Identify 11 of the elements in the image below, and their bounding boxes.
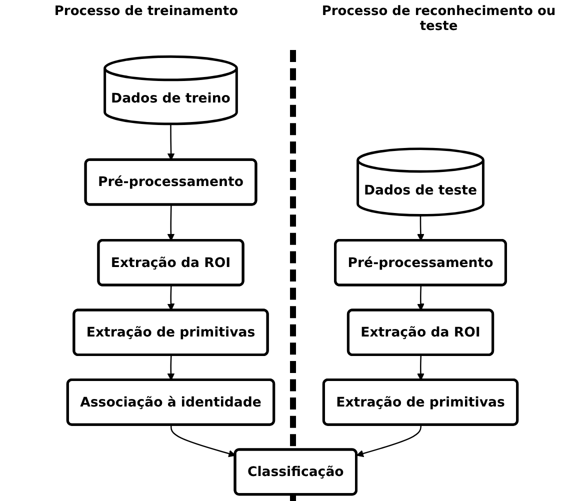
arrow: [167, 355, 175, 380]
arrow: [417, 215, 424, 241]
column-heading: Processo de reconhecimento ou teste: [320, 3, 557, 36]
arrow: [417, 285, 424, 311]
arrow: [167, 124, 175, 160]
arrow: [167, 285, 175, 311]
arrow: [167, 204, 175, 241]
arrow: [417, 355, 424, 380]
arrow: [356, 424, 422, 458]
column-heading: Processo de treinamento: [53, 3, 240, 21]
arrow: [170, 424, 236, 458]
